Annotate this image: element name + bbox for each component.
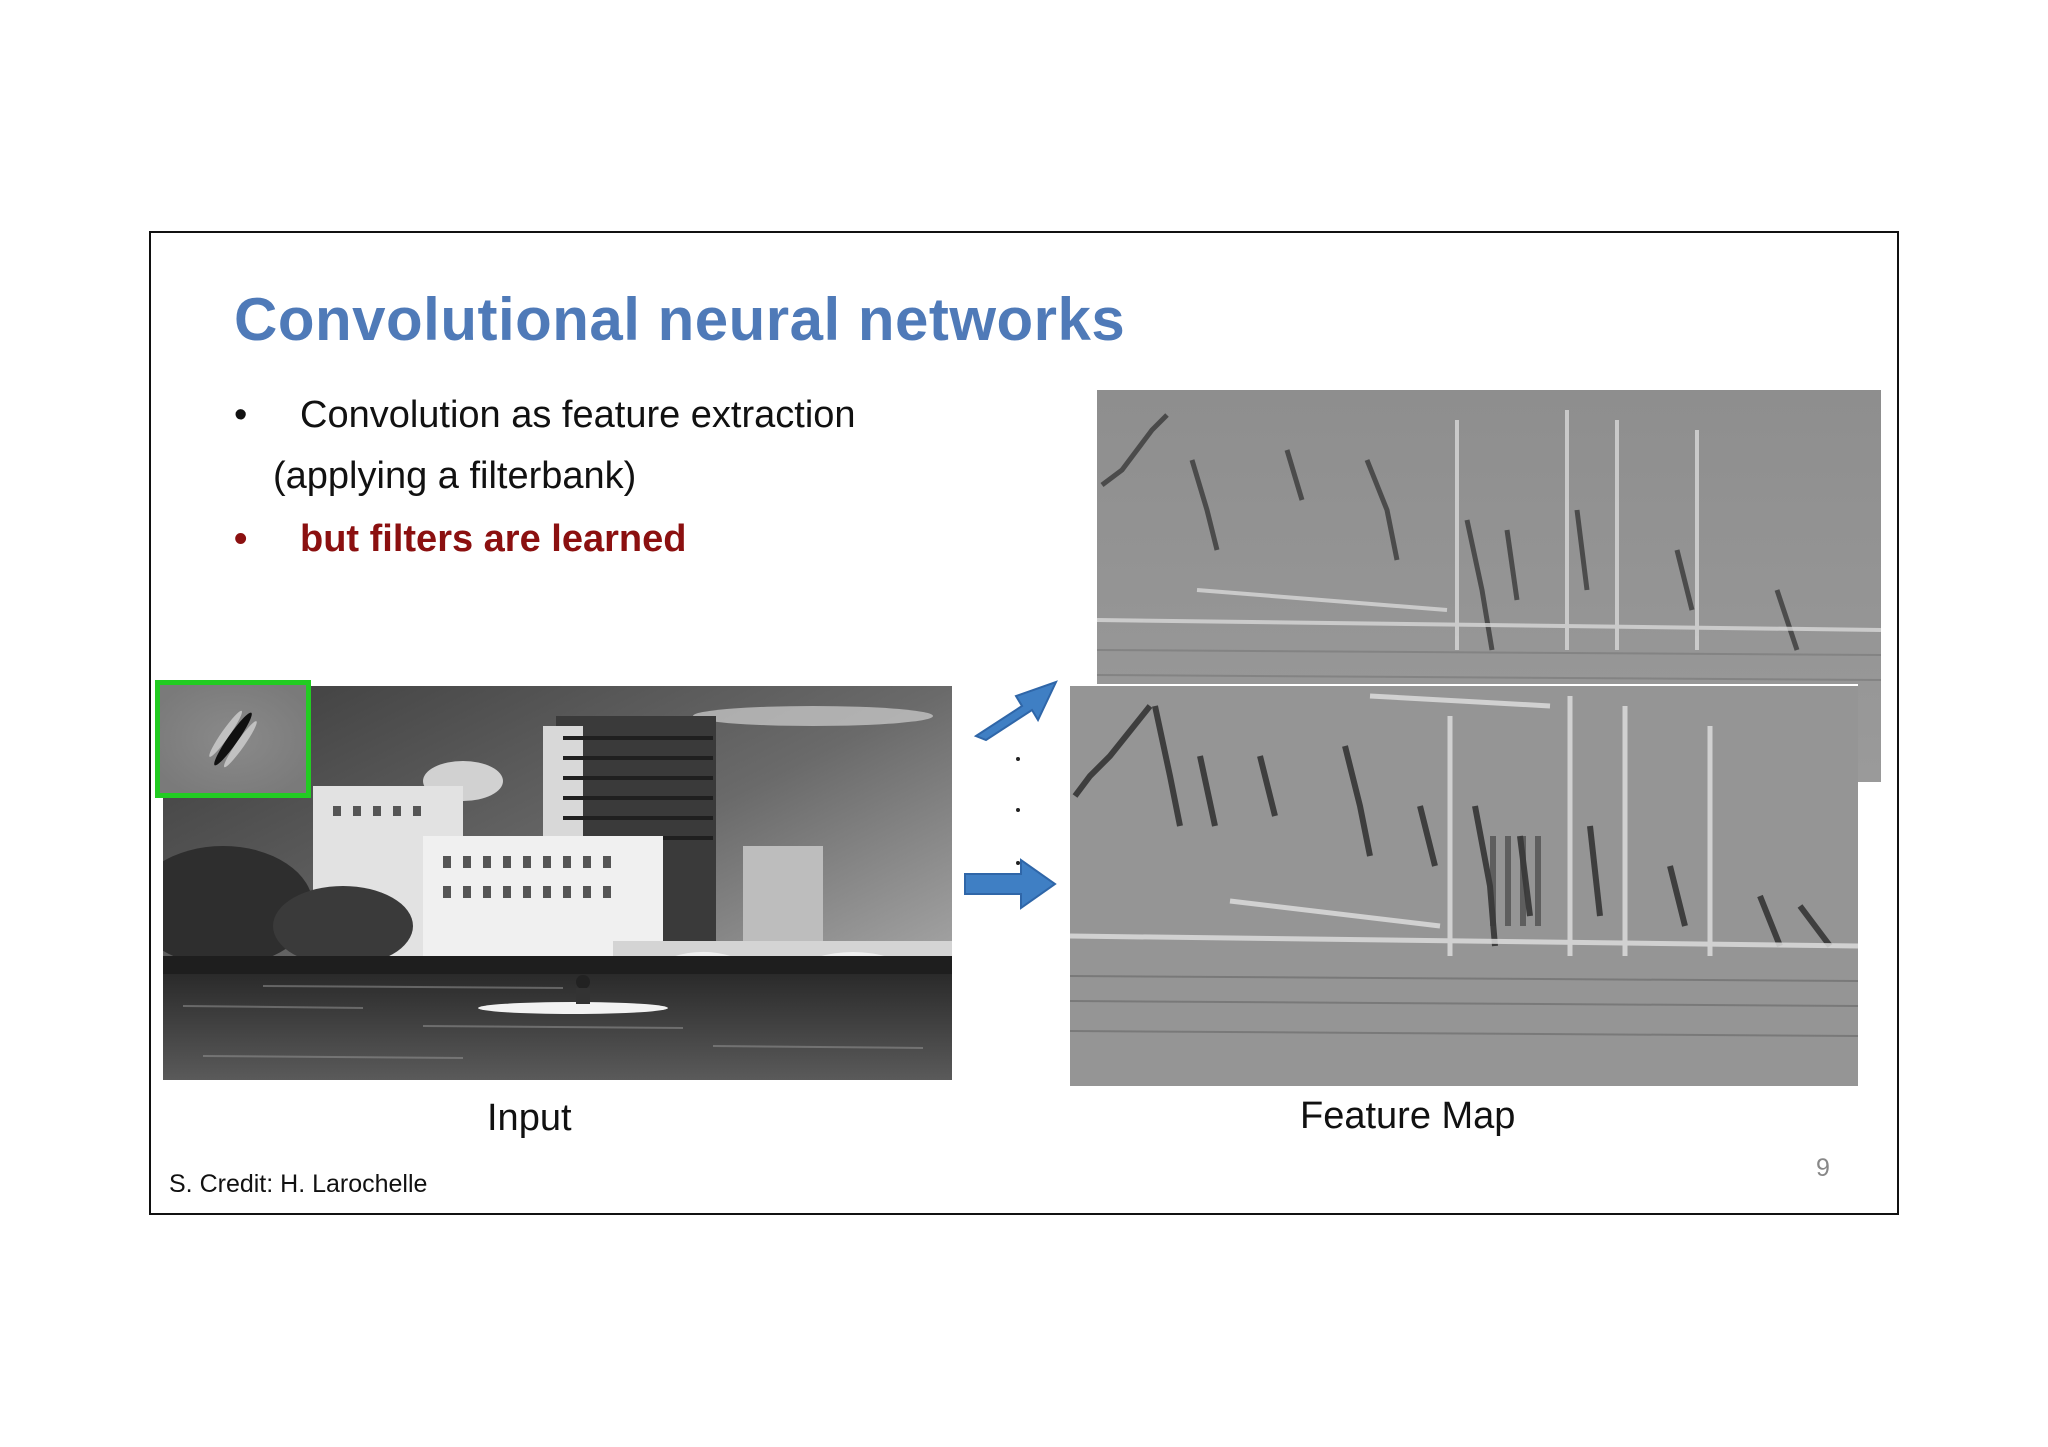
bullet-text: but filters are learned — [300, 518, 687, 560]
arrow-diagonal-up-right-icon — [973, 680, 1058, 742]
page-number: 9 — [1816, 1154, 1830, 1182]
ellipsis-dot — [1016, 861, 1020, 865]
feature-map-caption: Feature Map — [1300, 1095, 1516, 1137]
slide-title: Convolutional neural networks — [234, 286, 1126, 353]
feature-map-image — [1068, 684, 1858, 1086]
bullet-item-1-continuation: (applying a filterbank) — [273, 455, 637, 497]
filter-kernel-image — [155, 680, 311, 798]
slide-credit: S. Credit: H. Larochelle — [169, 1170, 428, 1198]
bullet-marker: • — [234, 518, 248, 560]
bullet-marker: • — [234, 394, 248, 436]
input-caption: Input — [487, 1097, 572, 1139]
bullet-text: Convolution as feature extraction — [300, 394, 856, 436]
input-image — [163, 686, 952, 1080]
ellipsis-dot — [1016, 808, 1020, 812]
arrow-right-icon — [964, 858, 1057, 910]
ellipsis-dot — [1016, 757, 1020, 761]
